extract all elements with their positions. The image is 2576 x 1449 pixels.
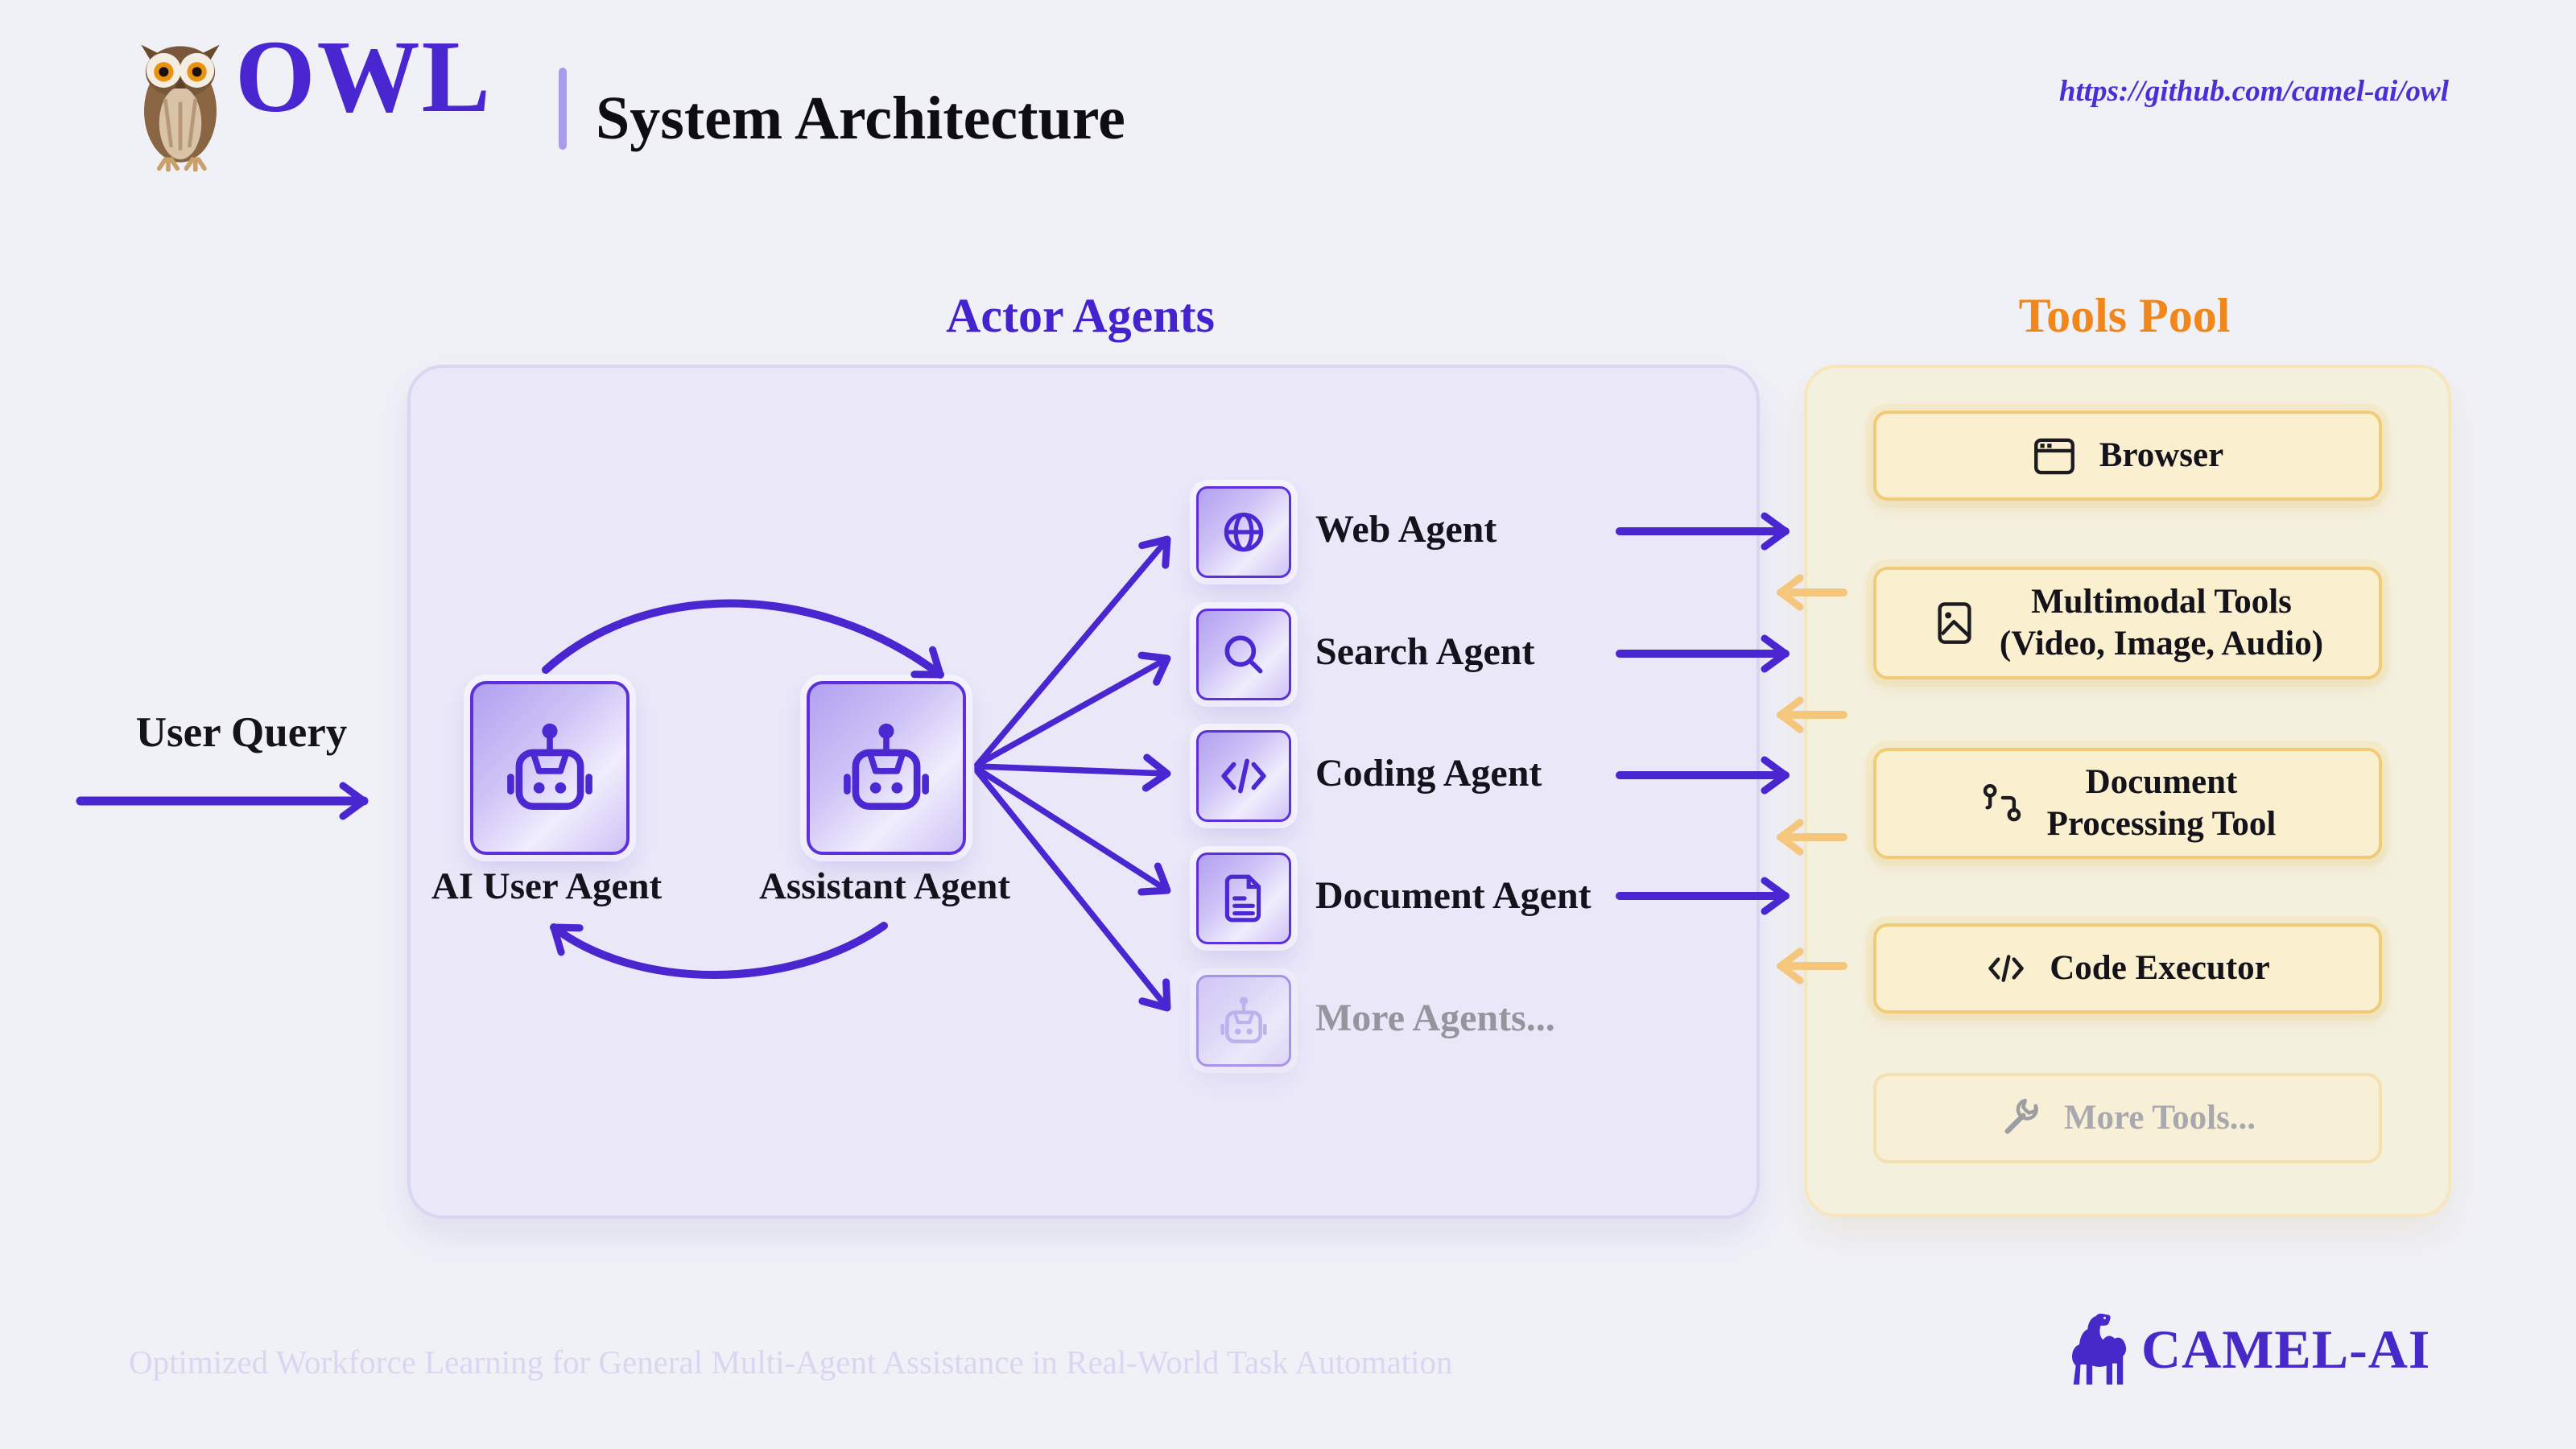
tool-label: Browser [2099,436,2224,474]
repo-url-link[interactable]: https://github.com/camel-ai/owl [2058,75,2449,108]
more-agents-label: More Agents... [1315,997,1555,1039]
coding-agent-tile[interactable] [1196,730,1291,822]
assistant-agent-label: Assistant Agent [758,865,1011,907]
globe-icon [1224,512,1264,552]
browser-icon [2033,438,2074,475]
tool-label: Multimodal Tools (Video, Image, Audio) [1999,582,2324,663]
browser-tool-button[interactable]: Browser [1873,411,2382,501]
coding-agent-label: Coding Agent [1315,752,1542,795]
robot-icon [507,723,592,810]
user-query-label: User Query [135,709,348,756]
document-icon [1224,874,1261,923]
brand-owl-text: OWL [235,19,492,134]
camel-ai-brand: CAMEL-AI [2064,1311,2430,1388]
more-tools-button[interactable]: More Tools... [1873,1073,2382,1163]
search-icon [1224,635,1263,674]
document-agent-label: Document Agent [1315,874,1591,917]
image-icon [1938,602,1971,644]
header-divider [559,68,567,150]
web-agent-tile[interactable] [1196,486,1291,578]
more-agents-tile[interactable] [1196,975,1291,1067]
document-processing-tool-button[interactable]: Document Processing Tool [1873,748,2382,859]
tools-pool-title: Tools Pool [2018,289,2231,342]
search-agent-label: Search Agent [1315,630,1535,673]
page-title: System Architecture [596,85,1125,152]
tool-label: Document Processing Tool [2046,762,2277,843]
search-agent-tile[interactable] [1196,609,1291,700]
ai-user-agent-label: AI User Agent [431,865,663,907]
assistant-agent-tile[interactable] [807,681,966,855]
route-icon [1983,783,2021,822]
actor-agents-title: Actor Agents [946,289,1215,342]
ai-user-agent-tile[interactable] [470,681,630,855]
robot-icon [1220,997,1267,1044]
camel-ai-text: CAMEL-AI [2141,1318,2431,1380]
document-agent-tile[interactable] [1196,852,1291,944]
tool-label: More Tools... [2063,1098,2256,1137]
camel-icon [2071,1313,2127,1385]
robot-icon [844,723,929,810]
tool-label: Code Executor [2050,948,2270,987]
multimodal-tools-button[interactable]: Multimodal Tools (Video, Image, Audio) [1873,567,2382,679]
wrench-icon [2004,1098,2038,1134]
code-icon [1988,955,2024,982]
web-agent-label: Web Agent [1315,508,1497,551]
code-icon [1221,758,1266,794]
owl-logo-icon [141,44,220,171]
footer-tagline: Optimized Workforce Learning for General… [129,1344,1453,1381]
code-executor-button[interactable]: Code Executor [1873,923,2382,1013]
